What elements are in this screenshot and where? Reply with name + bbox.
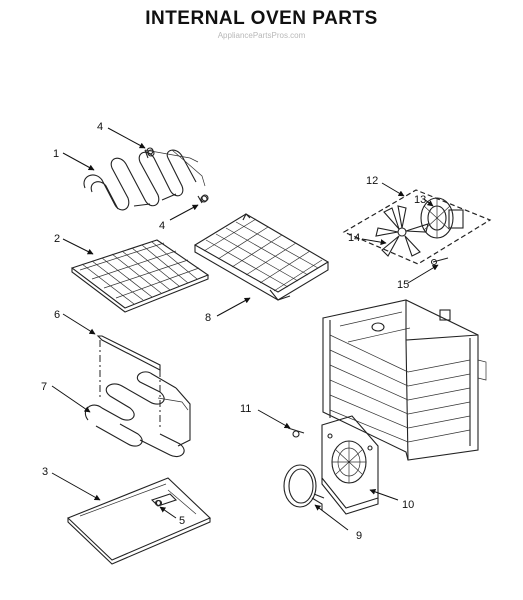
leader-lines bbox=[51, 127, 439, 531]
callout-10: 10 bbox=[402, 499, 414, 511]
part-fan-screw[interactable] bbox=[430, 257, 449, 266]
part-roller-rack[interactable] bbox=[193, 213, 330, 301]
part-convection-fan-assembly[interactable] bbox=[342, 189, 492, 265]
callout-6: 6 bbox=[54, 309, 60, 321]
callout-3: 3 bbox=[42, 466, 48, 478]
callout-1: 1 bbox=[53, 148, 59, 160]
callout-14: 14 bbox=[348, 232, 360, 244]
part-oven-rack[interactable] bbox=[70, 239, 210, 313]
part-oven-bottom-panel[interactable] bbox=[67, 477, 211, 565]
part-fan-blade[interactable] bbox=[375, 205, 429, 257]
callout-15: 15 bbox=[397, 279, 409, 291]
part-bake-element-shield[interactable] bbox=[96, 335, 161, 428]
callout-5: 5 bbox=[179, 515, 185, 527]
part-terminal-screw-bottom[interactable] bbox=[197, 195, 208, 204]
callout-7: 7 bbox=[41, 381, 47, 393]
callout-9: 9 bbox=[356, 530, 362, 542]
callout-2: 2 bbox=[54, 233, 60, 245]
part-convection-back-panel[interactable] bbox=[321, 415, 379, 515]
part-fan-motor[interactable] bbox=[420, 197, 464, 239]
callout-11: 11 bbox=[240, 403, 251, 415]
callout-12: 12 bbox=[366, 175, 378, 187]
part-broil-element[interactable] bbox=[83, 147, 209, 211]
part-oven-cavity-frame[interactable] bbox=[322, 299, 487, 461]
part-bake-screw[interactable] bbox=[155, 499, 163, 507]
callout-4-bottom: 4 bbox=[159, 220, 165, 232]
callout-8: 8 bbox=[205, 312, 211, 324]
page-title: INTERNAL OVEN PARTS bbox=[145, 8, 378, 29]
callout-13: 13 bbox=[414, 194, 426, 206]
part-bake-element[interactable] bbox=[84, 371, 191, 458]
part-terminal-screw-top[interactable] bbox=[144, 149, 155, 159]
watermark: AppliancePartsPros.com bbox=[217, 31, 306, 40]
callout-4-top: 4 bbox=[97, 121, 103, 133]
part-convection-element[interactable] bbox=[283, 464, 325, 510]
part-screw[interactable] bbox=[287, 427, 305, 438]
